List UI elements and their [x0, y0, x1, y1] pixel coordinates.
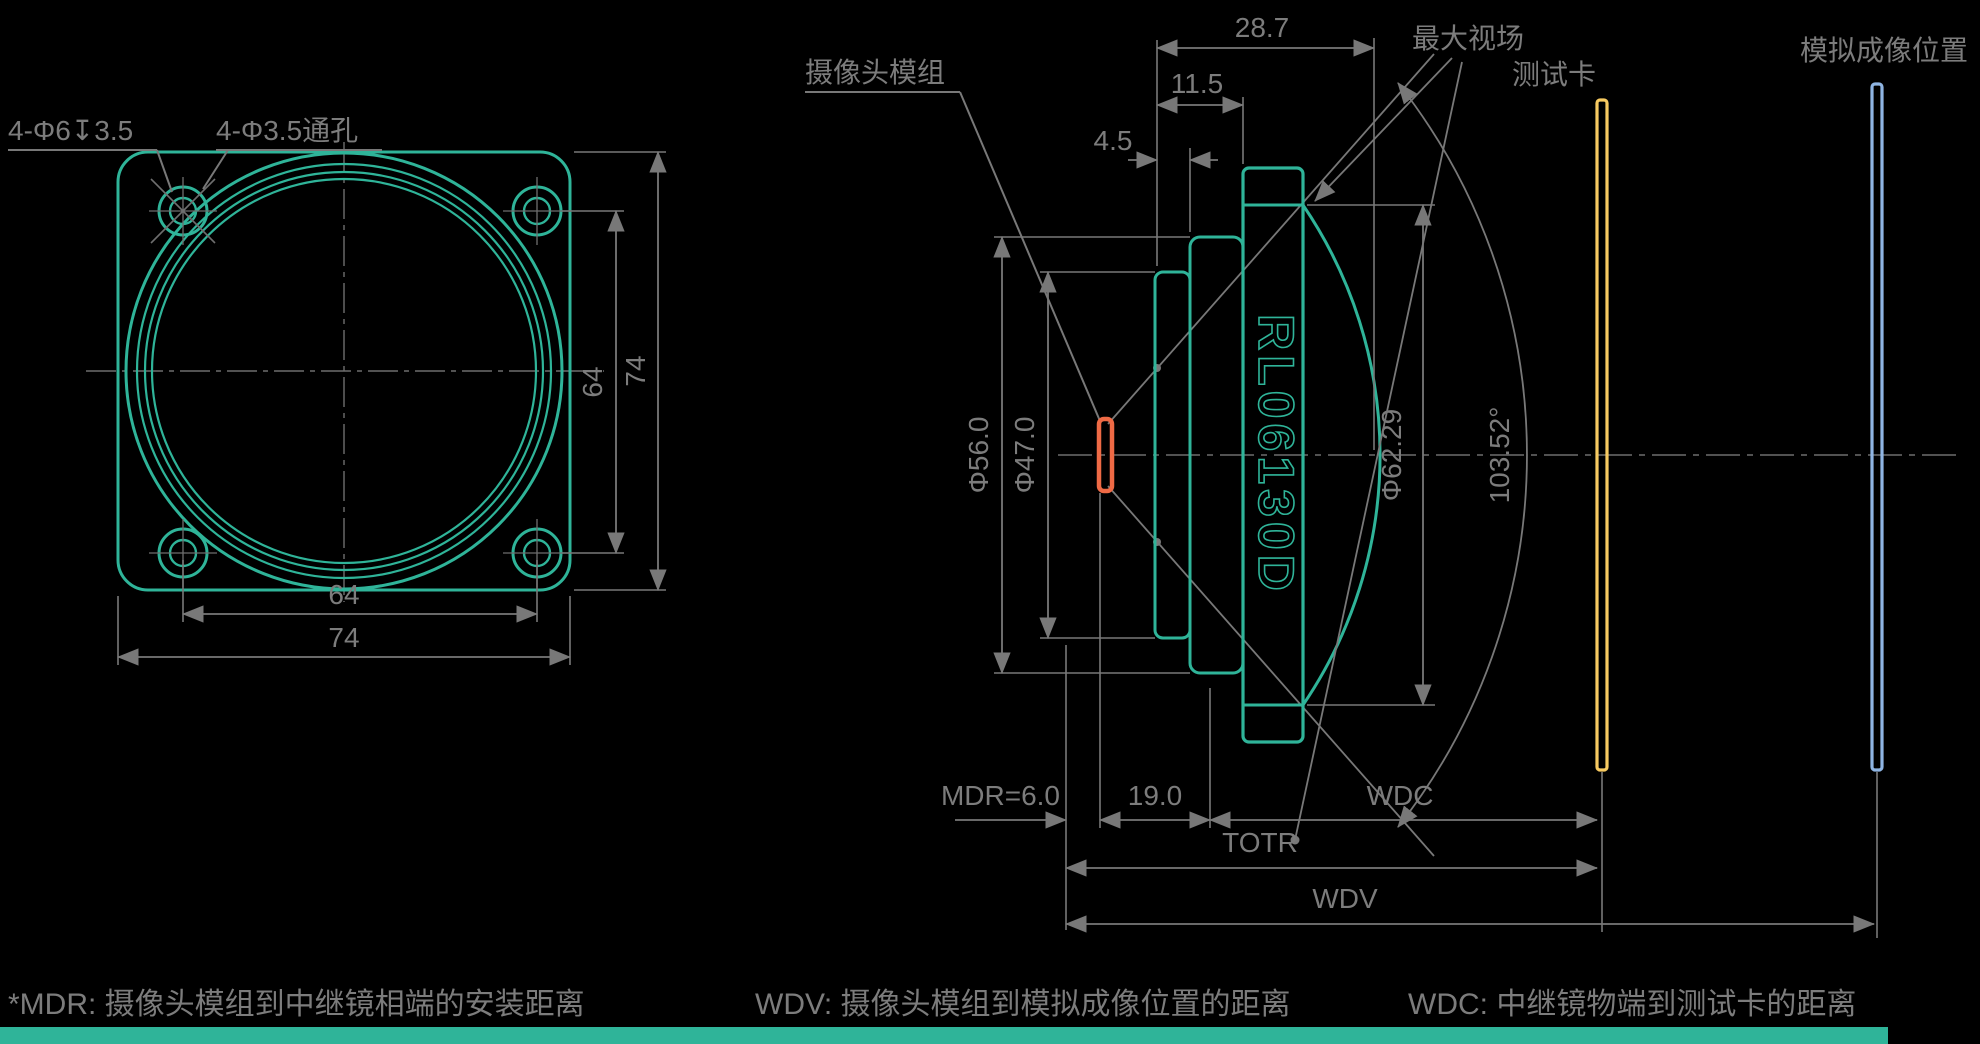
mounting-hole-top-right: [503, 177, 571, 245]
front-dim-holes-vertical: 64: [562, 209, 625, 555]
svg-text:11.5: 11.5: [1171, 68, 1223, 99]
test-card-label: 测试卡: [1512, 59, 1596, 90]
camera-module-label: 摄像头模组: [805, 57, 945, 88]
counterbore-label: 4-Φ6↧3.5: [8, 115, 133, 146]
side-bottom-dims: MDR=6.0 19.0 WDC TOTR WDV: [941, 493, 1876, 933]
max-fov-label: 最大视场: [1412, 23, 1524, 54]
svg-text:64: 64: [328, 579, 359, 610]
dome-lens-surface: [1301, 204, 1382, 706]
lens-ring-3: [143, 170, 545, 572]
lens-ring-outer: [124, 151, 564, 591]
side-view: 摄像头模组 RL06130D 28.7 11.5 4.5: [805, 12, 1968, 938]
side-dim-11-5: 11.5: [1155, 68, 1245, 164]
note-mdr: *MDR: 摄像头模组到中继镜相端的安装距离: [8, 988, 585, 1021]
fov-ray-upper: [1107, 53, 1435, 425]
imaging-position-plane: [1870, 82, 1884, 772]
max-fov-leader-upper: [1314, 57, 1453, 202]
counterbore-leader: [156, 149, 173, 193]
fov-ray-lower: [1107, 485, 1435, 857]
svg-text:28.7: 28.7: [1235, 12, 1290, 43]
note-wdc: WDC: 中继镜物端到测试卡的距离: [1408, 988, 1856, 1021]
dim-wdv-text: WDV: [1312, 883, 1378, 914]
fov-angle-arc: [1397, 82, 1528, 828]
front-dim-holes-horizontal: 64: [181, 560, 539, 623]
lens-ring-2: [135, 162, 553, 580]
svg-text:4.5: 4.5: [1094, 125, 1133, 156]
svg-text:74: 74: [620, 355, 651, 386]
note-wdv: WDV: 摄像头模组到模拟成像位置的距离: [755, 988, 1291, 1021]
front-dim-overall-vertical: 74: [574, 150, 667, 592]
bottom-accent-bar: [0, 1027, 1888, 1044]
side-dim-28-7: 28.7: [1155, 12, 1376, 450]
through-hole-label: 4-Φ3.5通孔: [216, 115, 358, 146]
dim-wdc-text: WDC: [1367, 780, 1434, 811]
lens-flange-body: [1241, 166, 1305, 744]
svg-text:Φ47.0: Φ47.0: [1009, 417, 1040, 494]
imaging-position-label: 模拟成像位置: [1800, 35, 1968, 66]
side-dim-dia56: Φ56.0: [963, 235, 1190, 675]
dim-19-text: 19.0: [1128, 780, 1183, 811]
svg-text:74: 74: [328, 622, 359, 653]
dim-mdr-text: MDR=6.0: [941, 780, 1060, 811]
svg-text:64: 64: [577, 366, 608, 397]
front-dim-overall-horizontal: 74: [116, 596, 572, 666]
front-view: 4-Φ6↧3.5 4-Φ3.5通孔 64 74 64: [8, 115, 667, 666]
lens-ring-inner: [150, 177, 538, 565]
through-hole-leader: [202, 149, 229, 190]
fov-angle-value: 103.52°: [1484, 407, 1515, 504]
dim-totr-text: TOTR: [1222, 827, 1298, 858]
svg-text:Φ62.29: Φ62.29: [1376, 409, 1407, 501]
side-dim-4-5: 4.5: [1094, 125, 1218, 232]
test-card-plane: [1595, 98, 1609, 772]
model-text: RL06130D: [1248, 314, 1304, 596]
camera-module-leader: [959, 91, 1101, 422]
footnotes: *MDR: 摄像头模组到中继镜相端的安装距离 WDV: 摄像头模组到模拟成像位置…: [8, 988, 1856, 1021]
max-fov-leader-dot: [1290, 835, 1300, 845]
side-dim-dia47: Φ47.0: [1009, 270, 1155, 640]
mounting-hole-top-left: [149, 177, 217, 245]
svg-text:Φ56.0: Φ56.0: [963, 417, 994, 494]
camera-sensor: [1096, 416, 1115, 494]
max-fov-leader-lower: [1294, 61, 1463, 841]
